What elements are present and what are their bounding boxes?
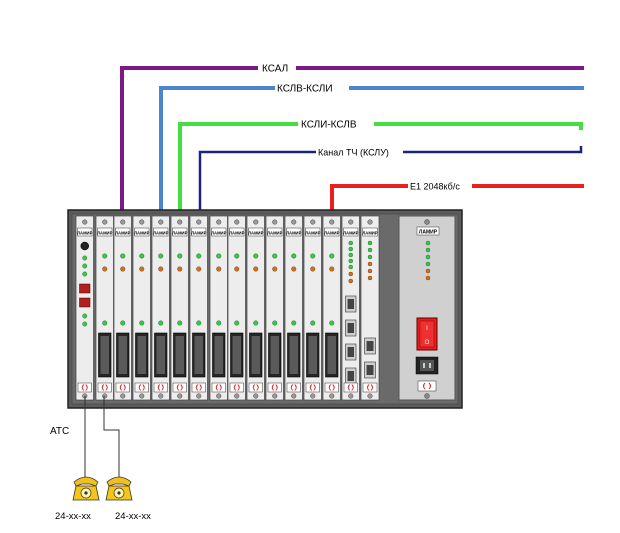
card-brand-label: ЛАМИР [153,230,168,235]
card-brand-label: ЛАМИР [324,230,339,235]
card-slot: ЛАМИР [341,215,360,401]
line-ksli-kslv: КСЛИ-КСЛВ [178,117,583,218]
line-ksal: КСАЛ [120,61,584,218]
line-kanal-tch: Канал ТЧ (КСЛУ) [198,146,583,218]
card-slot: ЛАМИР [360,215,380,401]
card-brand-label: ЛАМИР [362,230,377,235]
card-slot: ЛАМИР [303,215,322,401]
psu-leds [425,240,431,281]
card-brand-label: ЛАМИР [305,230,320,235]
card-slot: ЛАМИР [246,215,265,401]
card-slot: ЛАМИР [95,215,114,401]
line-e1: Е1 2048кб/с [330,180,584,218]
card-brand-label: ЛАМИР [134,230,149,235]
line-label-kanal-tch: Канал ТЧ (КСЛУ) [318,148,389,158]
phone-2-number: 24-хх-хх [115,511,151,522]
card-slot: ЛАМИР [75,215,94,401]
card-brand-label: ЛАМИР [211,230,226,235]
line-label-ksli-kslv: КСЛИ-КСЛВ [301,120,357,131]
card-brand-label: ЛАМИР [229,230,244,235]
svg-text:I: I [426,326,428,332]
card-brand-label: ЛАМИР [172,230,187,235]
card-slot: ЛАМИР [151,215,170,401]
card-slot: ЛАМИР [322,215,341,401]
card-brand-label: ЛАМИР [191,230,206,235]
card-slot: ЛАМИР [170,215,189,401]
card-slot: ЛАМИР [113,215,132,401]
line-kslv-ksli: КСЛВ-КСЛИ [159,81,584,218]
line-label-ksal: КСАЛ [262,64,288,75]
card-slot: ЛАМИР [132,215,151,401]
phone-icon [106,476,132,487]
phone-1-number: 24-хх-хх [55,511,91,522]
card-brand-label: ЛАМИР [248,230,263,235]
phone-2 [105,476,133,501]
card-slot: ЛАМИР [189,215,208,401]
card-brand-label: ЛАМИР [115,230,130,235]
card-brand-label: ЛАМИР [343,230,358,235]
card-brand-label: ЛАМИР [267,230,282,235]
phone-icon [73,476,99,487]
card-brand-label: ЛАМИР [286,230,301,235]
power-supply-unit: ЛАМИР I O [398,215,456,401]
card-slot: ЛАМИР [227,215,246,401]
atc-label: АТС [50,426,69,437]
card-slot: ЛАМИР [209,215,228,401]
card-brand-label: ЛАМИР [77,230,92,235]
svg-text:O: O [425,340,430,346]
atc-wiring: АТС [50,396,120,478]
line-label-kslv-ksli: КСЛВ-КСЛИ [277,84,333,95]
card-slot: ЛАМИР [284,215,303,401]
phone-1 [72,476,100,501]
line-label-e1: Е1 2048кб/с [410,182,460,192]
card-slot: ЛАМИР [265,215,284,401]
card-brand-label: ЛАМИР [97,230,112,235]
psu-brand: ЛАМИР [419,230,438,236]
